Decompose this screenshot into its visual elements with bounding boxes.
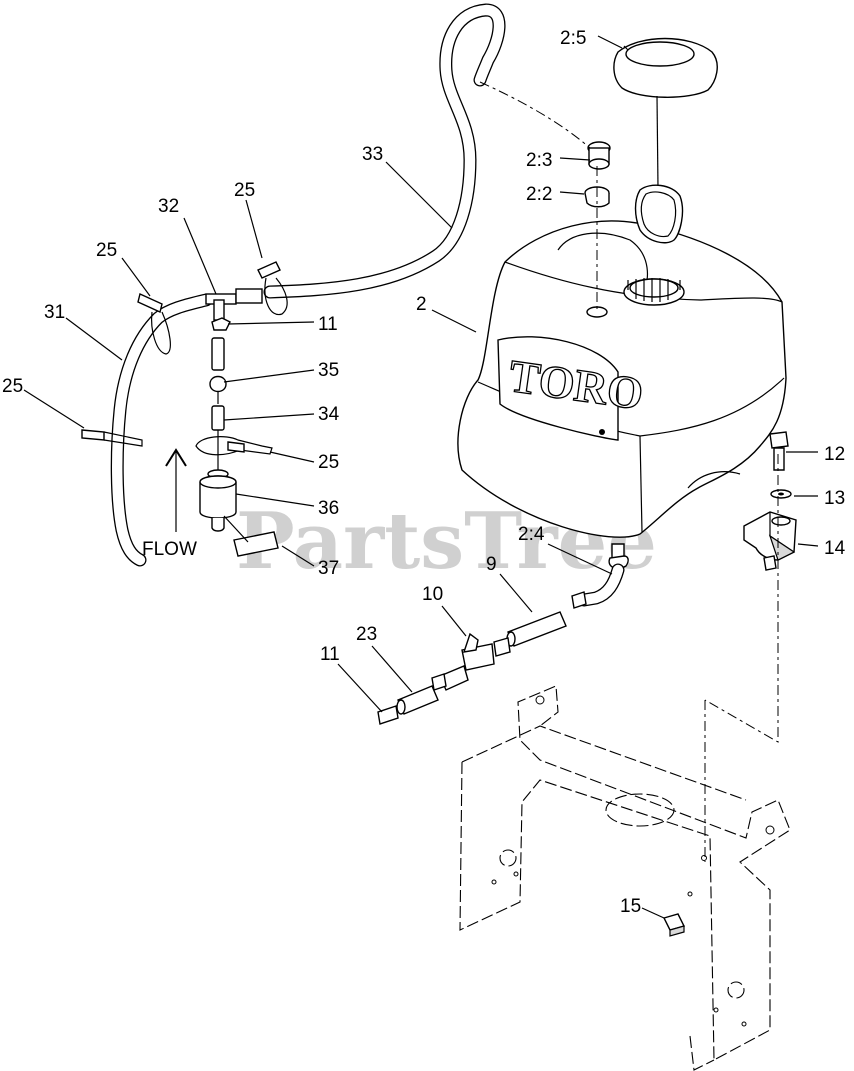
callout-2-3: 2:3 [526,150,552,171]
leader-lines [23,35,819,919]
callout-15: 15 [620,896,641,917]
callout-37: 37 [318,558,339,579]
callout-2: 2 [416,294,427,315]
mower-frame [459,685,791,1071]
callout-10: 10 [422,584,443,605]
cable-tie-upper-right [257,261,288,316]
vent-fitting [584,141,611,310]
cable-tie-left [81,429,143,447]
callout-36: 36 [318,498,339,519]
flange-nut [662,913,686,937]
cable-tie-upper-left [137,293,171,355]
callout-2-4: 2:4 [518,524,545,545]
fuel-tank: TORO [457,220,787,538]
cable-tie-filter [195,436,273,456]
fuel-line [377,543,629,725]
fuel-cap [613,37,718,244]
fuel-filter [199,469,237,532]
flow-label: FLOW [142,539,197,560]
callout-11-lower: 11 [320,644,340,665]
callout-11-upper: 11 [318,314,338,335]
flow-arrow [165,448,187,532]
callout-34: 34 [318,404,340,425]
callout-14: 14 [824,538,846,559]
callout-25-top: 25 [234,180,255,201]
callout-33: 33 [362,144,383,165]
callout-12: 12 [824,444,845,465]
callout-32: 32 [158,196,179,217]
callout-35: 35 [318,360,339,381]
washer [770,489,792,499]
callout-31: 31 [44,302,65,323]
mount-bracket [743,511,797,571]
vent-hose [263,3,591,299]
callout-13: 13 [824,488,845,509]
bolt [769,431,789,471]
callout-9: 9 [486,554,497,575]
tee-fitting [205,288,263,321]
callout-2-2: 2:2 [526,184,552,205]
filter-chain [209,317,231,470]
callouts: 2:5 2:3 2:2 33 32 25 25 25 25 31 11 35 3… [2,28,846,917]
callout-25-upper-left: 25 [96,240,117,261]
callout-2-5: 2:5 [560,28,586,49]
callout-25-filter: 25 [318,452,339,473]
callout-25-left: 25 [2,376,23,397]
assembly-line-bolt [704,454,779,743]
hose-31 [110,293,213,567]
callout-23: 23 [356,624,377,645]
